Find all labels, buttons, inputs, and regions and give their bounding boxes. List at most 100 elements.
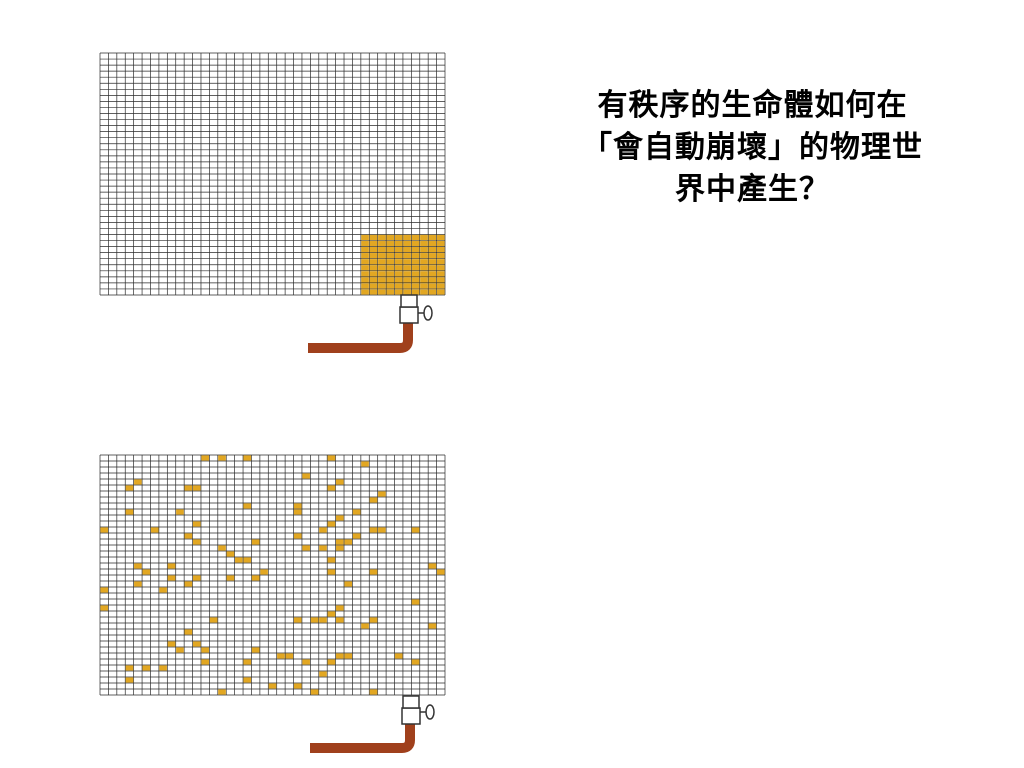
dispersed-container-graphic (99, 454, 446, 753)
particle-cell (420, 240, 428, 247)
particle-cell (369, 283, 378, 289)
particle-cell (361, 247, 369, 253)
particle-cell (394, 277, 403, 283)
particle-cell (428, 240, 437, 247)
particle-cell (293, 683, 302, 689)
particle-cell (411, 277, 420, 283)
particle-cell (394, 234, 403, 241)
particle-cell (436, 247, 445, 253)
particle-cell (218, 455, 226, 461)
particle-cell (344, 581, 353, 587)
particle-cell (420, 234, 428, 241)
grid-container (99, 52, 446, 296)
faucet-icon (308, 294, 433, 353)
particle-cell (100, 587, 109, 593)
particle-cell (420, 253, 428, 259)
particle-cell (436, 277, 445, 283)
question-line-1: 有秩序的生命體如何在 (597, 88, 908, 123)
particle-cell (134, 563, 142, 569)
particle-cell (394, 271, 403, 277)
drain-pipe (308, 317, 413, 353)
particle-cell (369, 527, 378, 533)
particle-cell (420, 277, 428, 283)
particle-cell (361, 234, 369, 241)
particle-cell (369, 240, 378, 247)
particle-cell (134, 581, 142, 587)
particle-cell (243, 455, 252, 461)
particle-cell (428, 623, 437, 629)
particle-cell (344, 653, 353, 659)
particle-cell (302, 545, 310, 551)
particle-cell (142, 665, 151, 671)
particle-cell (310, 617, 319, 623)
particle-cell (192, 521, 201, 527)
particle-cell (436, 569, 445, 575)
particle-cell (420, 265, 428, 271)
particle-cell (369, 265, 378, 271)
question-line-2: 「會自動崩壞」的物理世 (582, 130, 923, 165)
particle-cell (436, 240, 445, 247)
particle-cell (420, 259, 428, 265)
particle-cell (361, 265, 369, 271)
particle-cell (327, 557, 336, 563)
particle-cell (386, 234, 395, 241)
particle-cell (361, 277, 369, 283)
particle-cell (218, 689, 226, 695)
particle-cell (293, 617, 302, 623)
particle-cell (420, 283, 428, 289)
particle-cell (411, 599, 420, 605)
valve-body (399, 306, 419, 324)
particle-cell (369, 497, 378, 503)
particle-cell (293, 509, 302, 515)
particle-cell (386, 247, 395, 253)
particle-cell (218, 545, 226, 551)
particle-cell (369, 247, 378, 253)
particle-cell (403, 240, 411, 247)
particle-cell (411, 271, 420, 277)
particle-cell (293, 533, 302, 539)
grid-lines (99, 52, 446, 296)
particle-cell (411, 253, 420, 259)
particle-cell (378, 277, 386, 283)
particle-cell (411, 240, 420, 247)
particle-cell (251, 539, 260, 545)
particle-cell (378, 240, 386, 247)
valve-handle (425, 704, 435, 720)
particle-cell (293, 503, 302, 509)
drain-pipe (310, 718, 415, 753)
particle-cell (428, 247, 437, 253)
particle-cell (184, 629, 193, 635)
particle-cell (268, 683, 277, 689)
particle-cell (436, 234, 445, 241)
particle-cell (319, 617, 327, 623)
ordered-container-graphic (99, 52, 446, 353)
particle-cell (361, 259, 369, 265)
particle-cell (150, 527, 159, 533)
particle-cell (184, 485, 193, 491)
particle-cell (235, 557, 243, 563)
particle-cell (394, 289, 403, 295)
particle-cell (378, 527, 386, 533)
particle-cell (394, 253, 403, 259)
valve-stem (402, 695, 420, 709)
particle-cell (125, 665, 134, 671)
particle-cell (167, 575, 176, 581)
particle-cell (285, 653, 294, 659)
particle-cell (411, 659, 420, 665)
particle-cell (411, 283, 420, 289)
particle-cell (436, 271, 445, 277)
particle-cell (436, 253, 445, 259)
particle-cell (420, 271, 428, 277)
particle-cell (428, 234, 437, 241)
particle-cell (428, 563, 437, 569)
particle-cell (361, 271, 369, 277)
particle-cell (378, 271, 386, 277)
particle-cell (369, 259, 378, 265)
particle-cell (403, 259, 411, 265)
particle-cell (192, 485, 201, 491)
particle-cell (327, 521, 336, 527)
particle-cell (378, 253, 386, 259)
particle-cell (436, 265, 445, 271)
particle-cell (159, 587, 167, 593)
particle-cell (184, 533, 193, 539)
